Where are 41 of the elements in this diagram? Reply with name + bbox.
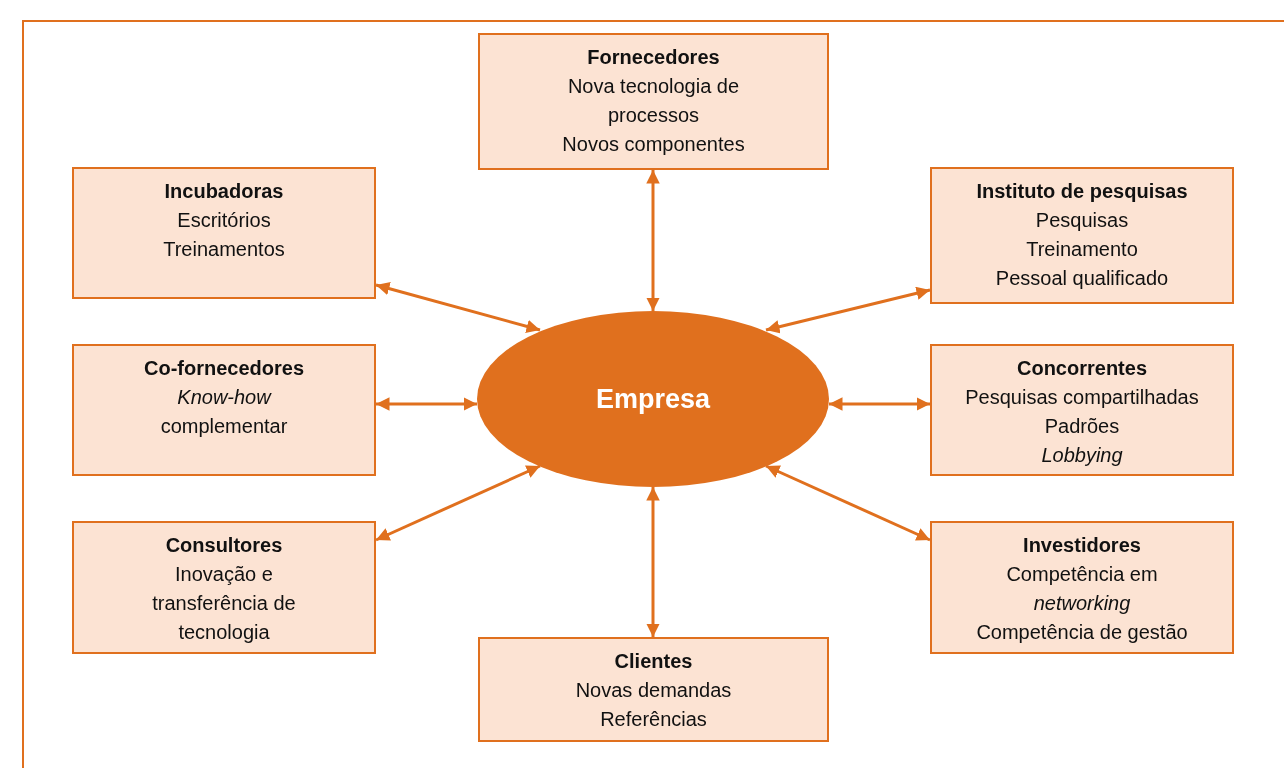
node-text: Escritórios xyxy=(177,208,271,233)
node-text: Lobbying xyxy=(1041,443,1123,468)
entity-box xyxy=(930,167,1234,304)
node-title: Investidores xyxy=(1023,533,1141,558)
double-arrow xyxy=(375,282,541,333)
entity-box xyxy=(72,344,376,476)
double-arrow xyxy=(765,286,931,334)
node-text: Novos componentes xyxy=(562,132,745,157)
node-text: Competência em networking xyxy=(1005,562,1159,616)
double-arrow xyxy=(375,464,541,542)
entity-box xyxy=(72,521,376,654)
node-text: Pessoal qualificado xyxy=(995,266,1169,291)
node-text: Competência de gestão xyxy=(976,620,1188,645)
entity-box xyxy=(478,33,829,170)
entity-box xyxy=(72,167,376,299)
node-title: Empresa xyxy=(595,384,711,414)
double-arrow xyxy=(646,487,660,637)
node-title: Incubadoras xyxy=(164,179,284,204)
node-text: Know-how complementar xyxy=(159,385,289,439)
entity-box xyxy=(930,521,1234,654)
double-arrow xyxy=(765,464,931,542)
node-title: Concorrentes xyxy=(1017,356,1147,381)
double-arrow xyxy=(376,397,477,411)
entity-box xyxy=(930,344,1234,476)
node-text: Treinamento xyxy=(1026,237,1138,262)
node-text: Nova tecnologia de processos xyxy=(566,74,741,128)
node-title: Consultores xyxy=(165,533,283,558)
node-title: Fornecedores xyxy=(587,45,720,70)
entity-box xyxy=(478,637,829,742)
node-text: Pesquisas xyxy=(1035,208,1129,233)
node-text: Novas demandas xyxy=(575,678,732,703)
node-text: Referências xyxy=(600,707,707,732)
node-text: Pesquisas compartilhadas xyxy=(965,385,1199,410)
node-text: Inovação e transferência de tecnologia xyxy=(151,562,297,645)
double-arrow xyxy=(646,170,660,311)
node-title: Instituto de pesquisas xyxy=(976,179,1188,204)
double-arrow xyxy=(829,397,930,411)
node-text: Treinamentos xyxy=(163,237,285,262)
node-title: Clientes xyxy=(614,649,693,674)
node-text: Padrões xyxy=(1044,414,1120,439)
node-title: Co-fornecedores xyxy=(144,356,304,381)
